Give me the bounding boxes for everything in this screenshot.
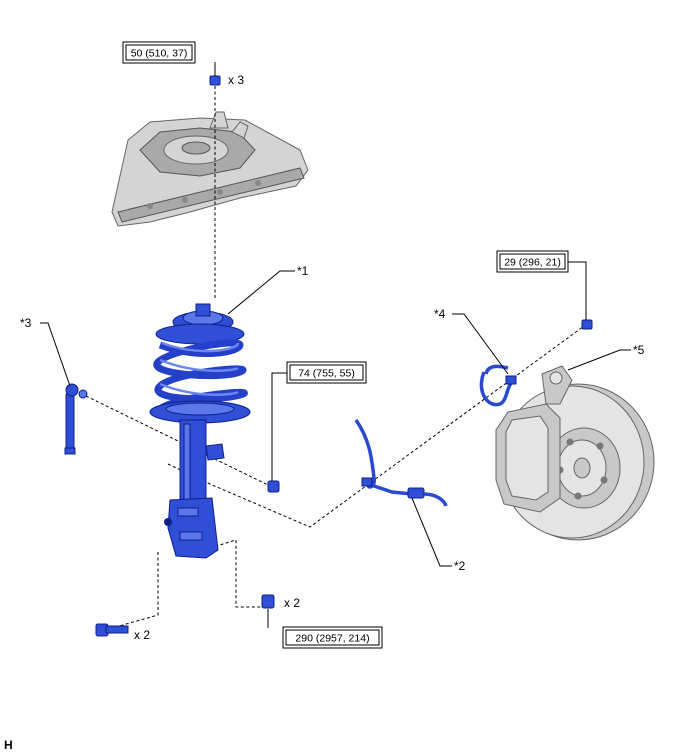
callout-label-4: *4 [434,307,446,321]
callout-label-3: *3 [20,316,32,330]
torque-spec-box-upper-nut: 50 (510, 37) [122,41,196,64]
torque-value-link-nut: 74 (755, 55) [298,368,355,380]
speed-sensor-wire [354,418,448,507]
figure-corner-letter: H [4,738,13,752]
torque-value-upper-nut: 50 (510, 37) [131,48,188,60]
quantity-label-lower-nut: x 2 [284,596,300,610]
front-stabilizer-link [64,383,88,455]
leader-lines [40,62,631,628]
torque-spec-box-lower-bracket: 290 (2957, 214) [282,626,383,649]
callout-label-5: *5 [633,343,645,357]
front-shock-absorber-with-coil-spring [149,303,251,559]
callout-label-1: *1 [297,264,309,278]
brake-hose-bracket [479,364,517,407]
brake-hose-bracket-bolt [581,319,593,330]
brake-disc-and-caliper-assembly [495,365,655,541]
upper-body-mount-panel [111,111,309,227]
quantity-label-upper-nut: x 3 [228,73,244,87]
callout-label-2: *2 [454,559,466,573]
lower-bracket-nut [261,594,275,609]
torque-spec-box-bracket-bolt: 29 (296, 21) [496,250,569,273]
torque-value-lower-bracket: 290 (2957, 214) [295,633,369,645]
torque-spec-box-link-nut: 74 (755, 55) [286,361,367,384]
stabilizer-link-nut [267,480,280,493]
lower-bracket-bolt [95,623,129,637]
upper-mount-nut [209,75,221,86]
quantity-label-lower-bolt: x 2 [134,628,150,642]
torque-value-bracket-bolt: 29 (296, 21) [504,257,561,269]
